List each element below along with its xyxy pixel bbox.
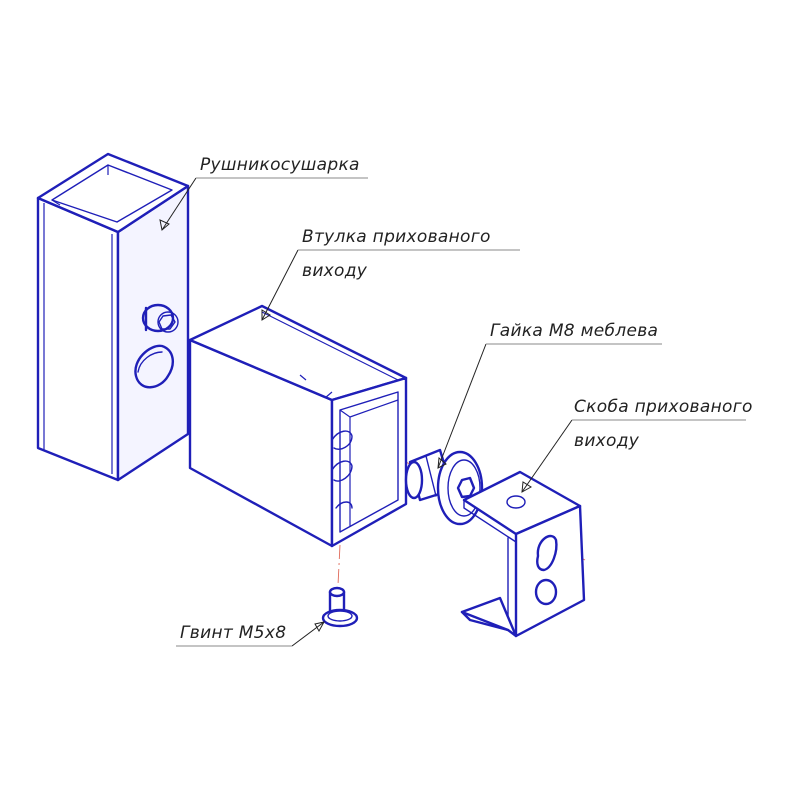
label-towel-dryer: Рушникосушарка bbox=[200, 155, 360, 175]
label-screw: Гвинт М5х8 bbox=[180, 623, 286, 643]
label-sleeve-line1: Втулка прихованого bbox=[302, 227, 491, 247]
label-nut: Гайка М8 меблева bbox=[490, 321, 658, 341]
callout-screw bbox=[176, 621, 325, 647]
callout-towel-dryer bbox=[159, 177, 368, 231]
screw-m5x8 bbox=[321, 586, 359, 628]
bracket-hole bbox=[534, 578, 558, 606]
callout-bracket bbox=[521, 419, 746, 493]
label-bracket-line2: виходу bbox=[574, 431, 640, 451]
callout-sleeve bbox=[261, 249, 520, 321]
label-bracket-line1: Скоба прихованого bbox=[574, 397, 753, 417]
hidden-outlet-sleeve bbox=[188, 304, 408, 548]
towel-dryer-tube bbox=[36, 152, 190, 482]
callout-nut bbox=[437, 343, 662, 469]
label-sleeve-line2: виходу bbox=[302, 261, 368, 281]
hidden-outlet-bracket bbox=[460, 470, 586, 638]
bracket-slot bbox=[536, 534, 558, 572]
tube-socket-boss bbox=[141, 303, 179, 333]
tube-slot bbox=[134, 344, 174, 389]
